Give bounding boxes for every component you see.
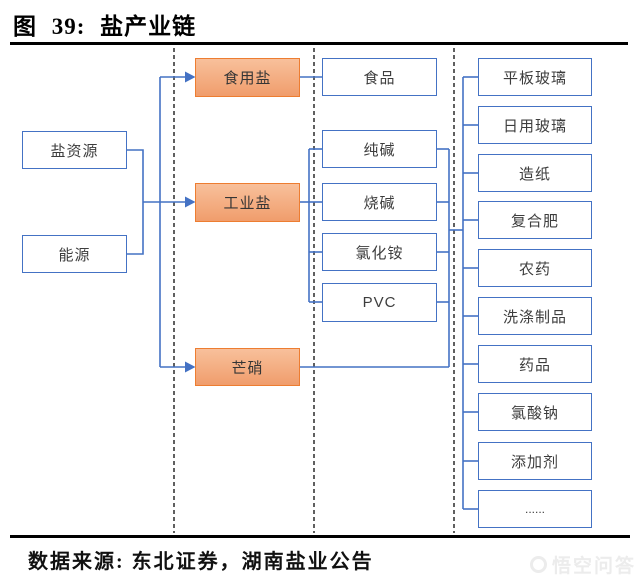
watermark-logo-icon bbox=[529, 556, 547, 573]
node-ellipsis: ...... bbox=[478, 490, 592, 528]
node-flat-glass: 平板玻璃 bbox=[478, 58, 592, 96]
arrowheads bbox=[185, 71, 196, 373]
node-industrial-salt: 工业盐 bbox=[195, 183, 300, 222]
watermark: 悟空问答 bbox=[529, 551, 636, 578]
watermark-label: 悟空问答 bbox=[551, 556, 636, 577]
node-additives: 添加剂 bbox=[478, 442, 592, 480]
node-energy: 能源 bbox=[22, 235, 127, 273]
node-mirabilite: 芒硝 bbox=[195, 348, 300, 386]
node-medicine: 药品 bbox=[478, 345, 592, 383]
node-detergent-products: 洗涤制品 bbox=[478, 297, 592, 335]
node-papermaking: 造纸 bbox=[478, 154, 592, 192]
node-daily-glass: 日用玻璃 bbox=[478, 106, 592, 144]
node-pvc: PVC bbox=[322, 283, 437, 322]
node-sodium-chlorate: 氯酸钠 bbox=[478, 393, 592, 431]
data-source-text: 数据来源: 东北证券，湖南盐业公告 bbox=[28, 551, 374, 573]
footer-rule bbox=[10, 535, 630, 538]
node-ammonium-chloride: 氯化铵 bbox=[322, 233, 437, 271]
node-pesticide: 农药 bbox=[478, 249, 592, 287]
node-compound-fertilizer: 复合肥 bbox=[478, 201, 592, 239]
node-salt-resources: 盐资源 bbox=[22, 131, 127, 169]
node-soda-ash: 纯碱 bbox=[322, 130, 437, 168]
node-caustic-soda: 烧碱 bbox=[322, 183, 437, 221]
node-edible-salt: 食用盐 bbox=[195, 58, 300, 97]
title-rule bbox=[10, 42, 628, 45]
node-food: 食品 bbox=[322, 58, 437, 96]
figure-title: 图 39: 盐产业链 bbox=[13, 14, 197, 39]
